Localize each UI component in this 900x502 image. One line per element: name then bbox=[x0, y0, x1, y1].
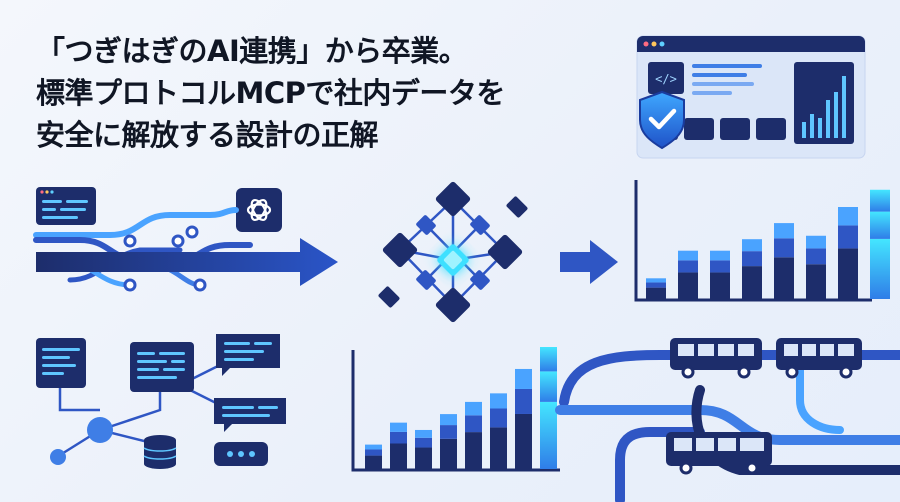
bus-icon-2 bbox=[776, 338, 862, 379]
bottom-chart-bar-7-seg-3 bbox=[515, 368, 532, 389]
window-mini-chart bbox=[794, 62, 854, 144]
bottom-chart-bar-7-seg-2 bbox=[515, 388, 532, 414]
growth-bar-chart-bottom bbox=[351, 347, 560, 472]
top-chart-bar-8-seg-3 bbox=[870, 189, 890, 212]
growth-bar-chart-right bbox=[634, 180, 890, 302]
bottom-chart-bar-8-seg-1 bbox=[540, 401, 557, 469]
bottom-chart-bar-5-seg-3 bbox=[465, 401, 482, 416]
code-panel-small bbox=[36, 187, 96, 225]
bottom-chart-bar-1-seg-1 bbox=[365, 455, 382, 469]
headline: 「つぎはぎのAI連携」から卒業。 標準プロトコルMCPで社内データを 安全に解放… bbox=[36, 30, 505, 156]
top-chart-bar-6-seg-1 bbox=[806, 264, 826, 299]
tangled-integration bbox=[33, 187, 338, 292]
connector-plug-icon bbox=[378, 181, 528, 323]
bottom-chart-bar-8-seg-3 bbox=[540, 347, 557, 372]
bottom-chart-bar-7-seg-1 bbox=[515, 413, 532, 469]
top-chart-bar-7-seg-3 bbox=[838, 207, 858, 226]
top-chart-bar-2-seg-3 bbox=[678, 250, 698, 261]
top-chart-bar-7-seg-2 bbox=[838, 225, 858, 249]
bus-icon-3 bbox=[666, 432, 772, 475]
top-chart-bar-2-seg-1 bbox=[678, 272, 698, 299]
mcp-connector-hub bbox=[378, 181, 528, 323]
svg-text:</>: </> bbox=[655, 72, 677, 86]
shield-check-icon bbox=[639, 90, 685, 150]
headline-line-3: 安全に解放する設計の正解 bbox=[36, 118, 379, 152]
knowledge-network bbox=[36, 334, 286, 469]
top-chart-bar-3-seg-2 bbox=[710, 260, 730, 273]
top-chart-bar-4-seg-3 bbox=[742, 239, 762, 252]
bottom-chart-bar-1-seg-2 bbox=[365, 449, 382, 456]
headline-line-1: 「つぎはぎのAI連携」から卒業。 bbox=[36, 34, 468, 68]
bottom-chart-bar-2-seg-1 bbox=[390, 443, 407, 469]
bottom-chart-bar-1-seg-3 bbox=[365, 444, 382, 450]
top-chart-bar-7-seg-1 bbox=[838, 248, 858, 299]
top-chart-bar-4-seg-1 bbox=[742, 266, 762, 299]
top-chart-bar-6-seg-2 bbox=[806, 248, 826, 265]
top-chart-bar-1-seg-1 bbox=[646, 287, 666, 299]
bottom-chart-bar-4-seg-3 bbox=[440, 414, 457, 426]
top-chart-bar-5-seg-2 bbox=[774, 238, 794, 258]
top-chart-bar-3-seg-1 bbox=[710, 272, 730, 299]
bottom-chart-bar-3-seg-2 bbox=[415, 437, 432, 448]
arrow-right-icon bbox=[36, 238, 338, 286]
bottom-chart-bar-6-seg-1 bbox=[490, 427, 507, 469]
bottom-chart-bar-3-seg-3 bbox=[415, 429, 432, 438]
headline-line-2: 標準プロトコルMCPで社内データを bbox=[36, 76, 505, 110]
chat-bubble-icon bbox=[216, 334, 280, 376]
bottom-chart-bar-6-seg-2 bbox=[490, 408, 507, 428]
ai-knot-logo-icon bbox=[236, 188, 282, 232]
top-chart-bar-5-seg-3 bbox=[774, 223, 794, 239]
bottom-chart-bar-4-seg-1 bbox=[440, 438, 457, 469]
database-icon bbox=[143, 435, 177, 469]
bottom-chart-bar-6-seg-3 bbox=[490, 393, 507, 409]
top-chart-bar-6-seg-3 bbox=[806, 235, 826, 249]
top-chart-bar-8-seg-2 bbox=[870, 211, 890, 239]
bottom-chart-bar-5-seg-1 bbox=[465, 432, 482, 469]
top-chart-bar-2-seg-2 bbox=[678, 260, 698, 273]
bottom-chart-bar-2-seg-2 bbox=[390, 431, 407, 444]
top-chart-bar-5-seg-1 bbox=[774, 257, 794, 299]
code-icon: </> bbox=[648, 62, 684, 94]
top-chart-bar-8-seg-1 bbox=[870, 238, 890, 299]
bus-icon bbox=[670, 338, 762, 379]
arrow-right-icon-2 bbox=[560, 240, 618, 284]
top-chart-bar-3-seg-3 bbox=[710, 250, 730, 261]
bottom-chart-bar-8-seg-2 bbox=[540, 371, 557, 402]
bottom-chart-bar-5-seg-2 bbox=[465, 415, 482, 433]
bottom-chart-bar-4-seg-2 bbox=[440, 425, 457, 439]
top-chart-bar-1-seg-2 bbox=[646, 282, 666, 288]
transit-network bbox=[555, 338, 900, 502]
top-chart-bar-1-seg-3 bbox=[646, 278, 666, 283]
bottom-chart-bar-2-seg-3 bbox=[390, 422, 407, 432]
top-chart-bar-4-seg-2 bbox=[742, 251, 762, 267]
bottom-chart-bar-3-seg-1 bbox=[415, 447, 432, 469]
secure-app-window: </> bbox=[636, 35, 866, 159]
